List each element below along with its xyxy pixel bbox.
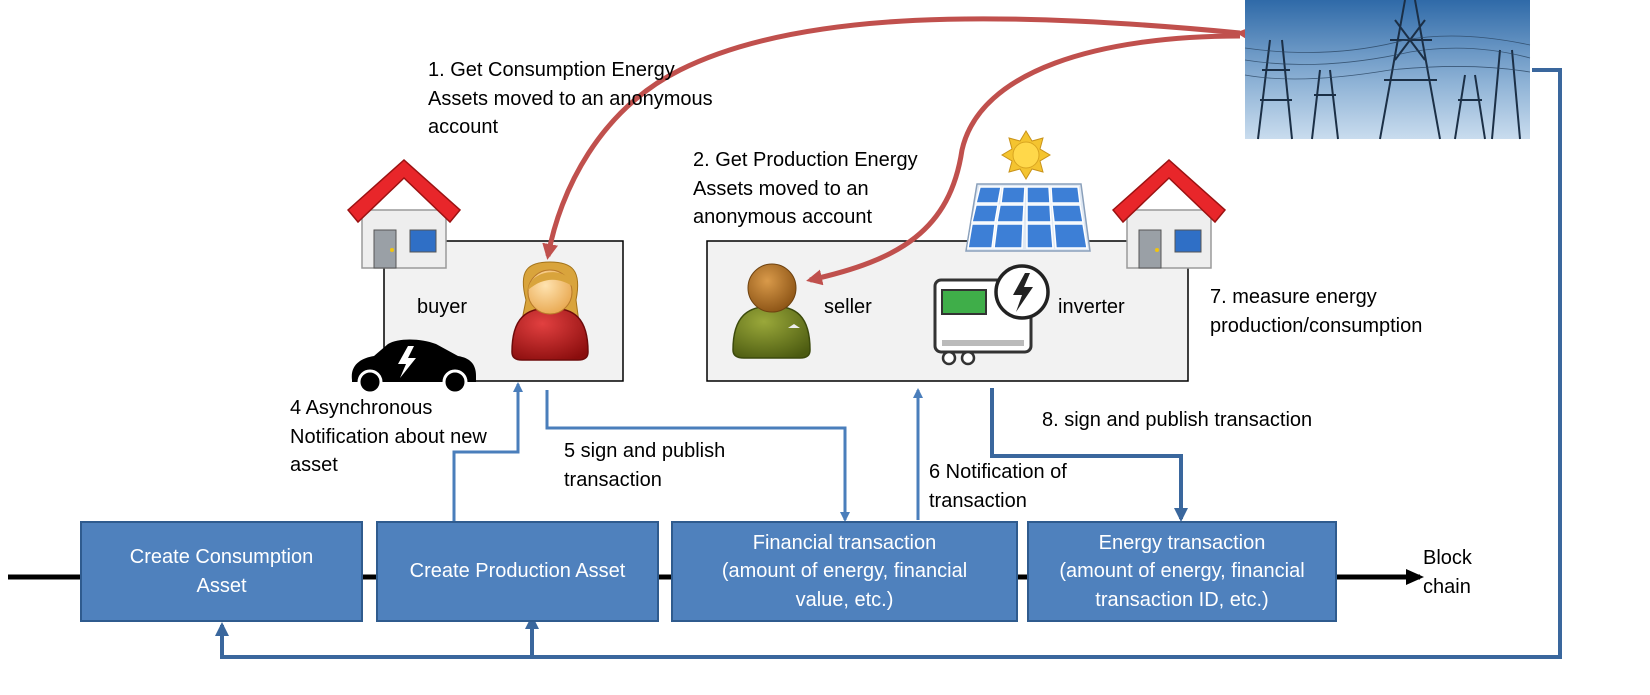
block-label: Financial transaction (amount of energy,… <box>721 531 968 611</box>
step-1-label: 1. Get Consumption Energy Assets moved t… <box>428 59 713 138</box>
step-2-label: 2. Get Production Energy Assets moved to… <box>693 149 918 228</box>
solar-panel-icon <box>965 183 1091 252</box>
energy-transaction-block: Energy transaction (amount of energy, fi… <box>1027 521 1337 622</box>
sun-icon <box>1001 130 1051 180</box>
grid-feedback-arrow <box>215 68 1562 659</box>
buyer-label: buyer <box>417 296 468 318</box>
electric-car-icon <box>351 339 476 395</box>
notification-asset-arrow <box>452 382 523 522</box>
step-4-label: 4 Asynchronous Notification about new as… <box>290 397 487 476</box>
step-7-label: 7. measure energy production/consumption <box>1210 286 1423 337</box>
financial-transaction-block: Financial transaction (amount of energy,… <box>671 521 1018 622</box>
step-6-label: 6 Notification of transaction <box>929 461 1067 512</box>
step-5-label: 5 sign and publish transaction <box>564 440 726 491</box>
step-8-label: 8. sign and publish transaction <box>1042 409 1313 431</box>
man-user-icon <box>732 263 811 359</box>
house-icon <box>346 158 462 269</box>
create-consumption-asset-block: Create Consumption Asset <box>80 521 363 622</box>
blockchain-label: Block chain <box>1423 547 1472 598</box>
block-label: Energy transaction (amount of energy, fi… <box>1059 531 1305 611</box>
block-label: Create Consumption Asset <box>129 546 314 597</box>
create-production-asset-block: Create Production Asset <box>376 521 659 622</box>
seller-label: seller <box>824 296 872 318</box>
block-label: Create Production Asset <box>409 560 626 583</box>
seller-publish-arrow <box>990 388 1188 522</box>
woman-user-icon <box>511 261 589 361</box>
power-grid-photo <box>1244 0 1531 140</box>
grid-to-seller-arrow <box>806 33 1241 286</box>
smart-meter-icon <box>933 264 1050 366</box>
buyer-publish-arrow <box>545 390 850 522</box>
inverter-label: inverter <box>1058 296 1125 318</box>
grid-to-buyer-arrow <box>542 16 1253 260</box>
house-icon <box>1111 158 1227 269</box>
